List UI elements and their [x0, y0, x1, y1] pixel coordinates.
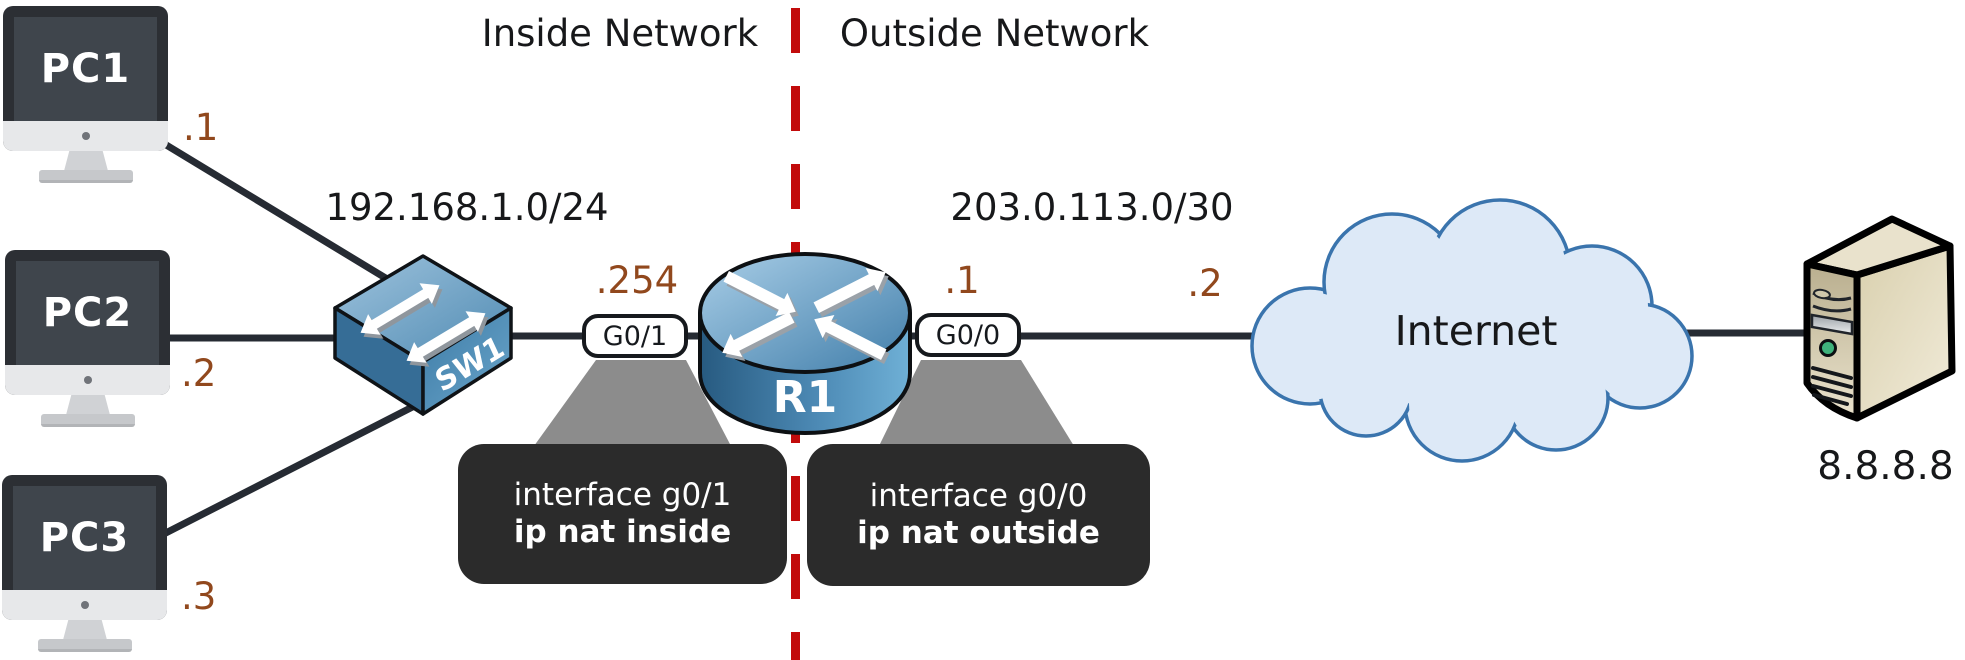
pc3-stand-base	[38, 639, 132, 652]
pc2-stand-base	[41, 414, 135, 427]
router-outside-ip-label: .1	[944, 259, 980, 302]
pc2-ip-label: .2	[181, 352, 217, 395]
pc3-icon: PC3	[2, 475, 172, 653]
interface-pill-g01: G0/1	[582, 314, 688, 358]
pc3-name-label: PC3	[39, 515, 130, 561]
internet-label: Internet	[1394, 307, 1558, 355]
callout-pointer-inside	[534, 360, 731, 446]
server-icon	[1803, 215, 1956, 422]
pc3-monitor-frame: PC3	[2, 475, 167, 620]
nat-inside-callout-line1: interface g0/1	[513, 476, 732, 513]
pc1-stand-base	[39, 170, 133, 183]
pc1-name-label: PC1	[40, 46, 131, 92]
inside-subnet-label: 192.168.1.0/24	[325, 186, 609, 229]
server-led-icon	[1819, 339, 1837, 357]
pc1-screen: PC1	[14, 17, 157, 121]
interface-pill-g00: G0/0	[915, 313, 1021, 357]
router-name-label: R1	[772, 372, 838, 423]
camera-dot-icon	[80, 601, 89, 609]
wan-provider-ip-label: .2	[1187, 262, 1223, 305]
nat-inside-callout-line2: ip nat inside	[513, 514, 732, 550]
server-ip-label: 8.8.8.8	[1817, 444, 1954, 489]
pc1-stand	[64, 151, 108, 171]
pc2-name-label: PC2	[42, 290, 133, 336]
internet-cloud-icon	[1250, 198, 1694, 463]
pc2-screen: PC2	[16, 261, 159, 365]
router-arrows-icon	[722, 267, 890, 365]
pc3-chin	[2, 590, 167, 620]
callout-pointer-outside	[879, 360, 1074, 446]
pc1-chin	[3, 121, 168, 151]
pc2-stand	[66, 395, 110, 415]
pc1-monitor-frame: PC1	[3, 6, 168, 151]
router-inside-ip-label: .254	[595, 259, 679, 302]
inside-network-label: Inside Network	[481, 12, 759, 55]
switch-arrows-icon	[360, 283, 489, 367]
pc3-stand	[63, 620, 107, 640]
pc2-chin	[5, 365, 170, 395]
nat-outside-callout: interface g0/0 ip nat outside	[807, 444, 1150, 586]
router-icon	[698, 252, 912, 435]
nat-inside-callout: interface g0/1 ip nat inside	[458, 444, 787, 584]
pc1-ip-label: .1	[183, 106, 219, 149]
camera-dot-icon	[83, 376, 92, 384]
pc2-icon: PC2	[5, 250, 175, 428]
nat-outside-callout-line2: ip nat outside	[857, 515, 1100, 551]
outside-network-label: Outside Network	[839, 12, 1150, 55]
pc1-icon: PC1	[3, 6, 173, 184]
server-front-details	[1810, 288, 1854, 406]
nat-outside-callout-line1: interface g0/0	[869, 477, 1088, 514]
switch-icon	[333, 254, 513, 416]
camera-dot-icon	[81, 132, 90, 140]
pc3-ip-label: .3	[181, 575, 217, 618]
pc2-monitor-frame: PC2	[5, 250, 170, 395]
outside-subnet-label: 203.0.113.0/30	[950, 186, 1234, 229]
pc3-screen: PC3	[13, 486, 156, 590]
link-pc3-sw1	[148, 394, 434, 544]
